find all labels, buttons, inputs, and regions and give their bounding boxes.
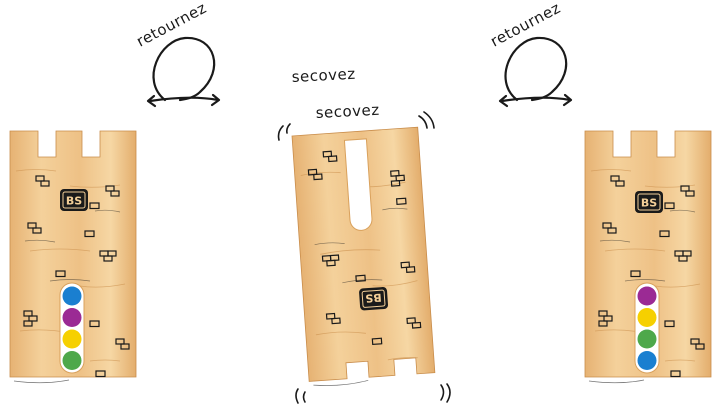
tower-left: BS bbox=[9, 130, 137, 384]
brand-logo-upside-down: BS bbox=[358, 286, 389, 312]
flip-arrow-left bbox=[146, 36, 221, 108]
ball-window-left bbox=[59, 282, 85, 374]
tower-right: BS bbox=[584, 130, 712, 384]
brand-logo-text: BS bbox=[66, 195, 82, 208]
ball-green-left bbox=[62, 351, 82, 370]
shake-label-1: secovez bbox=[291, 65, 356, 86]
tower-middle: BS bbox=[291, 126, 436, 388]
ball-window-right bbox=[634, 282, 660, 374]
ball-blue-right bbox=[637, 351, 657, 370]
flip-arrow-right bbox=[498, 36, 573, 108]
ball-blue-left bbox=[62, 286, 82, 306]
brand-logo-text: BS bbox=[641, 197, 657, 210]
shake-label-2: secovez bbox=[315, 101, 380, 122]
ball-yellow-left bbox=[62, 329, 82, 349]
brand-logo: BS bbox=[59, 188, 89, 212]
ball-purple-left bbox=[62, 308, 82, 327]
brand-logo: BS bbox=[634, 190, 664, 214]
ball-green-right bbox=[637, 329, 657, 349]
ball-yellow-right bbox=[637, 308, 657, 327]
shake-marks bbox=[277, 111, 451, 404]
ball-purple-right bbox=[637, 286, 657, 306]
flip-label-right: retournez bbox=[487, 0, 563, 51]
brand-logo-text: BS bbox=[365, 291, 382, 305]
